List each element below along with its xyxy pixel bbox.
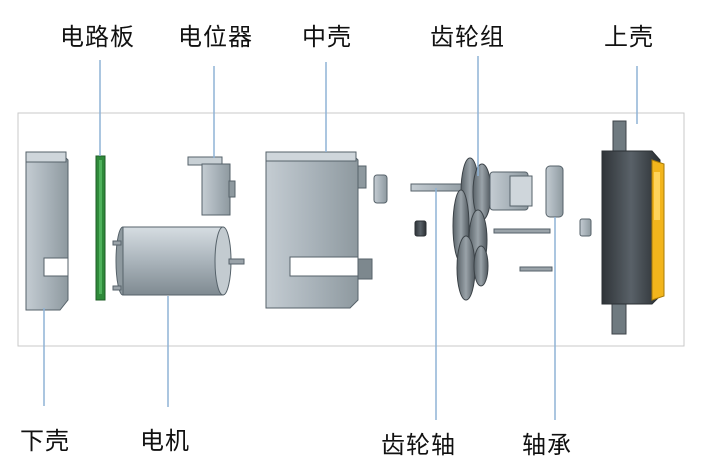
bushing-part-right [579,218,592,237]
label-potentiometer: 电位器 [178,23,253,51]
label-gear-shaft: 齿轮轴 [381,431,456,459]
label-upper-shell: 上壳 [604,23,654,51]
gear-shaft-part [493,228,553,272]
diagram-frame [17,112,685,347]
lower-shell-part [25,151,69,311]
gear-set-part [410,157,533,301]
middle-shell-part [265,151,373,309]
leader-lines [43,56,638,420]
label-middle-shell: 中壳 [302,23,352,51]
label-bearing: 轴承 [522,431,572,459]
label-gear-set: 齿轮组 [430,23,505,51]
bushing-part-small-left [414,220,427,237]
circuit-board-part [95,155,106,301]
label-motor: 电机 [140,427,190,455]
motor-part [112,226,245,296]
bushing-part-left [373,174,388,204]
bearing-part [545,165,564,218]
potentiometer-part [187,156,236,216]
label-circuit-board: 电路板 [60,23,135,51]
label-lower-shell: 下壳 [20,427,70,455]
upper-shell-part [601,120,665,335]
